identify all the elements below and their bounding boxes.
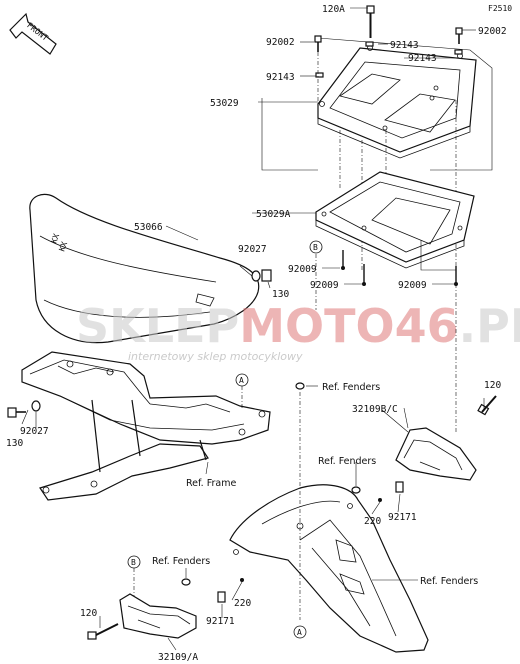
svg-text:B: B (313, 243, 318, 252)
svg-text:KX: KX (49, 232, 61, 244)
washer-ref-fenders-3 (181, 578, 191, 586)
washer-ref-fenders-2 (351, 486, 361, 494)
marker-B-2: B (127, 555, 141, 569)
rear-fender (229, 484, 429, 653)
marker-B-1: B (309, 240, 323, 254)
callout-92009-a: 92009 (288, 264, 317, 275)
bolt-92009-a (341, 250, 345, 270)
svg-text:A: A (297, 628, 302, 637)
callout-130-upper: 130 (272, 289, 289, 300)
svg-text:B: B (131, 558, 136, 567)
bolt-120-left (87, 623, 119, 640)
svg-text:internetowy sklep motocyklowy: internetowy sklep motocyklowy (128, 350, 303, 363)
seat-53066: KX KX (29, 193, 260, 344)
front-arrow-icon: FRONT (9, 12, 57, 55)
callout-92009-b: 92009 (310, 280, 339, 291)
bolt-120A (366, 5, 375, 38)
bolt-130-upper (251, 269, 272, 282)
bolt-92009-c (454, 266, 458, 286)
callout-120-right: 120 (484, 380, 501, 391)
clip-92171-right (395, 481, 404, 493)
washer-92027-lower (31, 400, 41, 412)
callout-92002-left: 92002 (266, 37, 295, 48)
callout-92009-c: 92009 (398, 280, 427, 291)
callout-53029A: 53029A (256, 209, 291, 220)
ref-frame: Ref. Frame (186, 478, 236, 489)
callout-92027-lower: 92027 (20, 426, 49, 437)
callout-120-left: 120 (80, 608, 97, 619)
marker-A-1: A (235, 373, 249, 387)
fender-mount-washer (295, 382, 305, 390)
ref-fenders-bottom: Ref. Fenders (420, 576, 478, 587)
svg-text:SKLEPMOTO46.PL: SKLEPMOTO46.PL (76, 299, 520, 353)
side-cover-32109BC (395, 427, 477, 481)
grommet-220-left (240, 578, 244, 582)
callout-92143-c: 92143 (266, 72, 295, 83)
callout-92143-a: 92143 (390, 40, 419, 51)
callout-220-left: 220 (234, 598, 251, 609)
callout-130-lower: 130 (6, 438, 23, 449)
bolt-92009-b (362, 264, 366, 286)
callout-92002-right: 92002 (478, 26, 507, 37)
side-cover-32109A (119, 593, 197, 639)
bolt-130-lower (7, 407, 26, 418)
figure-code: F2510 (488, 4, 512, 13)
collar-92143-c (315, 72, 324, 78)
watermark: SKLEPMOTO46.PL internetowy sklep motocyk… (76, 299, 520, 363)
callout-53066: 53066 (134, 222, 163, 233)
ref-fenders-left: Ref. Fenders (152, 556, 210, 567)
carrier-plate-53029A (315, 171, 475, 269)
callout-32109A: 32109/A (158, 652, 198, 663)
callout-92143-b: 92143 (408, 53, 437, 64)
clip-92171-left (217, 591, 226, 603)
carrier-plate-53029 (317, 45, 477, 159)
callout-32109BC: 32109B/C (352, 404, 398, 415)
bolt-120-right (477, 395, 497, 416)
collar-92143-a (365, 41, 374, 47)
ref-fenders-top: Ref. Fenders (322, 382, 380, 393)
callout-53029: 53029 (210, 98, 239, 109)
bolt-92002-right (455, 27, 463, 44)
callout-120A: 120A (322, 4, 345, 15)
callout-92171-left: 92171 (206, 616, 235, 627)
grommet-220-right (378, 498, 382, 502)
bolt-92002-left (314, 35, 322, 52)
ref-fenders-right: Ref. Fenders (318, 456, 376, 467)
svg-text:A: A (239, 376, 244, 385)
callout-92027-upper: 92027 (238, 244, 267, 255)
collar-92143-b (454, 49, 463, 55)
svg-text:KX: KX (57, 240, 69, 252)
callout-220-right: 220 (364, 516, 381, 527)
callout-92171-right: 92171 (388, 512, 417, 523)
marker-A-2: A (293, 625, 307, 639)
subframe (21, 351, 271, 501)
